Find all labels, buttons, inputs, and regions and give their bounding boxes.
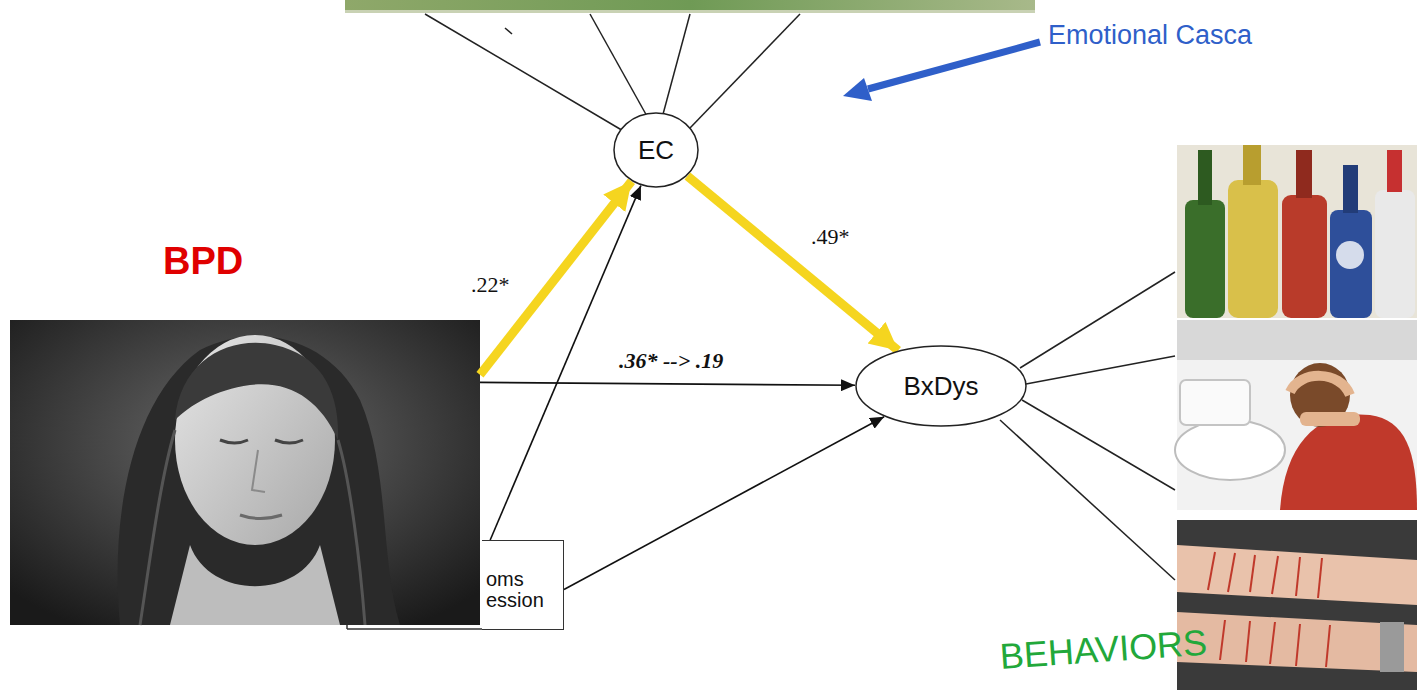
path-coefficient: .49* <box>808 224 853 250</box>
cut-arms-photo <box>1177 520 1417 690</box>
node-text: oms ession <box>486 569 556 611</box>
indicator-lines <box>425 14 800 132</box>
observed-box: oms ession <box>482 540 564 630</box>
behavior-lines <box>1000 272 1175 580</box>
path-arrow <box>564 417 884 590</box>
box-edge <box>347 628 483 630</box>
bottles-photo <box>1177 145 1417 318</box>
sick-woman-photo <box>1175 320 1417 510</box>
node-text: EC <box>638 135 674 166</box>
group-label: BEHAVIORS <box>999 622 1209 678</box>
path-coefficient: .36* --> .19 <box>616 348 726 374</box>
highlight-arrow <box>687 176 898 351</box>
callout-title: Emotional Casca <box>1048 20 1252 51</box>
node-text: BxDys <box>903 371 978 402</box>
top-photo-strip <box>345 0 1035 13</box>
girl-photo <box>10 320 480 625</box>
ellipse-outline <box>614 113 698 187</box>
photo-node: BPD <box>8 240 480 625</box>
path-arrow <box>480 382 855 385</box>
ellipse-outline <box>856 346 1026 426</box>
pointer-arrow <box>843 42 1040 101</box>
latent-ellipse: BxDys <box>855 345 1027 427</box>
latent-ellipse: EC <box>613 112 699 188</box>
path-coefficient: .22* <box>468 272 513 298</box>
node-text: BPD <box>163 240 243 283</box>
